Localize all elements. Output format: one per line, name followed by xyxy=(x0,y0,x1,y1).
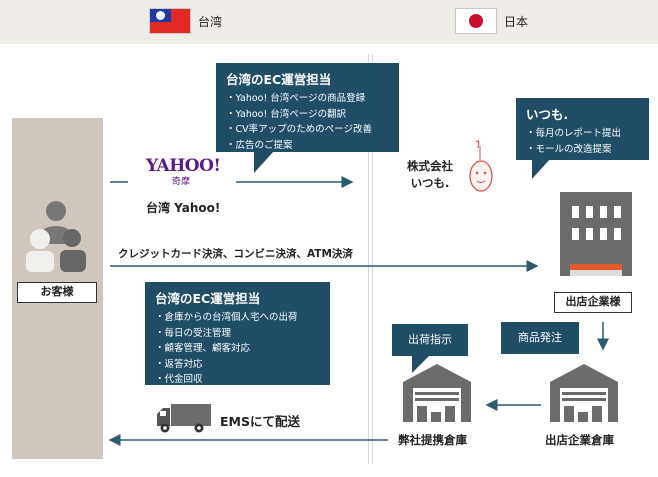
callout-top-item: Yahoo! 台湾ページの翻訳 xyxy=(226,107,389,123)
building-icon xyxy=(560,192,632,276)
callout-itsumo-item: モールの改造提案 xyxy=(526,142,639,158)
callout-bottom-item: 倉庫からの台湾個人宅への出荷 xyxy=(155,310,320,326)
customer-label: お客様 xyxy=(17,282,97,303)
customers-icon xyxy=(26,201,86,272)
company-name: 株式会社 いつも. xyxy=(407,159,453,190)
taiwan-label: 台湾 xyxy=(198,15,223,29)
header-bar xyxy=(0,0,658,44)
payment-label: クレジットカード決済、コンビニ決済、ATM決済 xyxy=(118,248,353,260)
ship-instruction-tag: 出荷指示 xyxy=(392,324,468,356)
callout-bottom-item: 代金回収 xyxy=(155,372,320,388)
japan-label: 日本 xyxy=(504,15,529,29)
mascot-icon xyxy=(469,140,493,192)
ems-label: EMSにて配送 xyxy=(220,414,300,429)
callout-bottom: 台湾のEC運営担当 倉庫からの台湾個人宅への出荷 毎日の受注管理 顧客管理、顧客… xyxy=(145,282,330,385)
warehouse-icon xyxy=(403,364,471,422)
merchant-label: 出店企業様 xyxy=(554,292,632,313)
ship-tag-tail xyxy=(412,355,430,373)
callout-top-item: CV率アップのためのページ改善 xyxy=(226,122,389,138)
callout-top-item: Yahoo! 台湾ページの商品登録 xyxy=(226,91,389,107)
callout-top-tail xyxy=(254,151,274,173)
region-divider xyxy=(368,54,369,464)
order-tag: 商品発注 xyxy=(501,322,579,354)
truck-icon xyxy=(157,404,211,433)
merchant-warehouse-icon xyxy=(550,364,618,422)
taiwan-flag-icon xyxy=(149,8,191,34)
callout-bottom-title: 台湾のEC運営担当 xyxy=(155,291,261,306)
callout-itsumo-title: いつも. xyxy=(526,107,569,122)
callout-bottom-item: 顧客管理、顧客対応 xyxy=(155,341,320,357)
callout-itsumo-tail xyxy=(532,159,550,179)
yahoo-label: 台湾 Yahoo! xyxy=(146,201,221,215)
yahoo-logo: YAHOO! 奇摩 xyxy=(146,156,221,187)
callout-itsumo-item: 毎月のレポート提出 xyxy=(526,126,639,142)
japan-flag-icon xyxy=(455,8,497,34)
callout-top-item: 広告のご提案 xyxy=(226,138,389,154)
merchant-warehouse-label: 出店企業倉庫 xyxy=(545,433,614,447)
region-divider-2 xyxy=(372,54,373,464)
callout-bottom-item: 返答対応 xyxy=(155,357,320,373)
callout-itsumo: いつも. 毎月のレポート提出 モールの改造提案 xyxy=(516,98,649,160)
callout-top-title: 台湾のEC運営担当 xyxy=(226,72,332,87)
our-warehouse-label: 弊社提携倉庫 xyxy=(398,433,467,447)
callout-bottom-item: 毎日の受注管理 xyxy=(155,326,320,342)
callout-top: 台湾のEC運営担当 Yahoo! 台湾ページの商品登録 Yahoo! 台湾ページ… xyxy=(216,63,399,152)
